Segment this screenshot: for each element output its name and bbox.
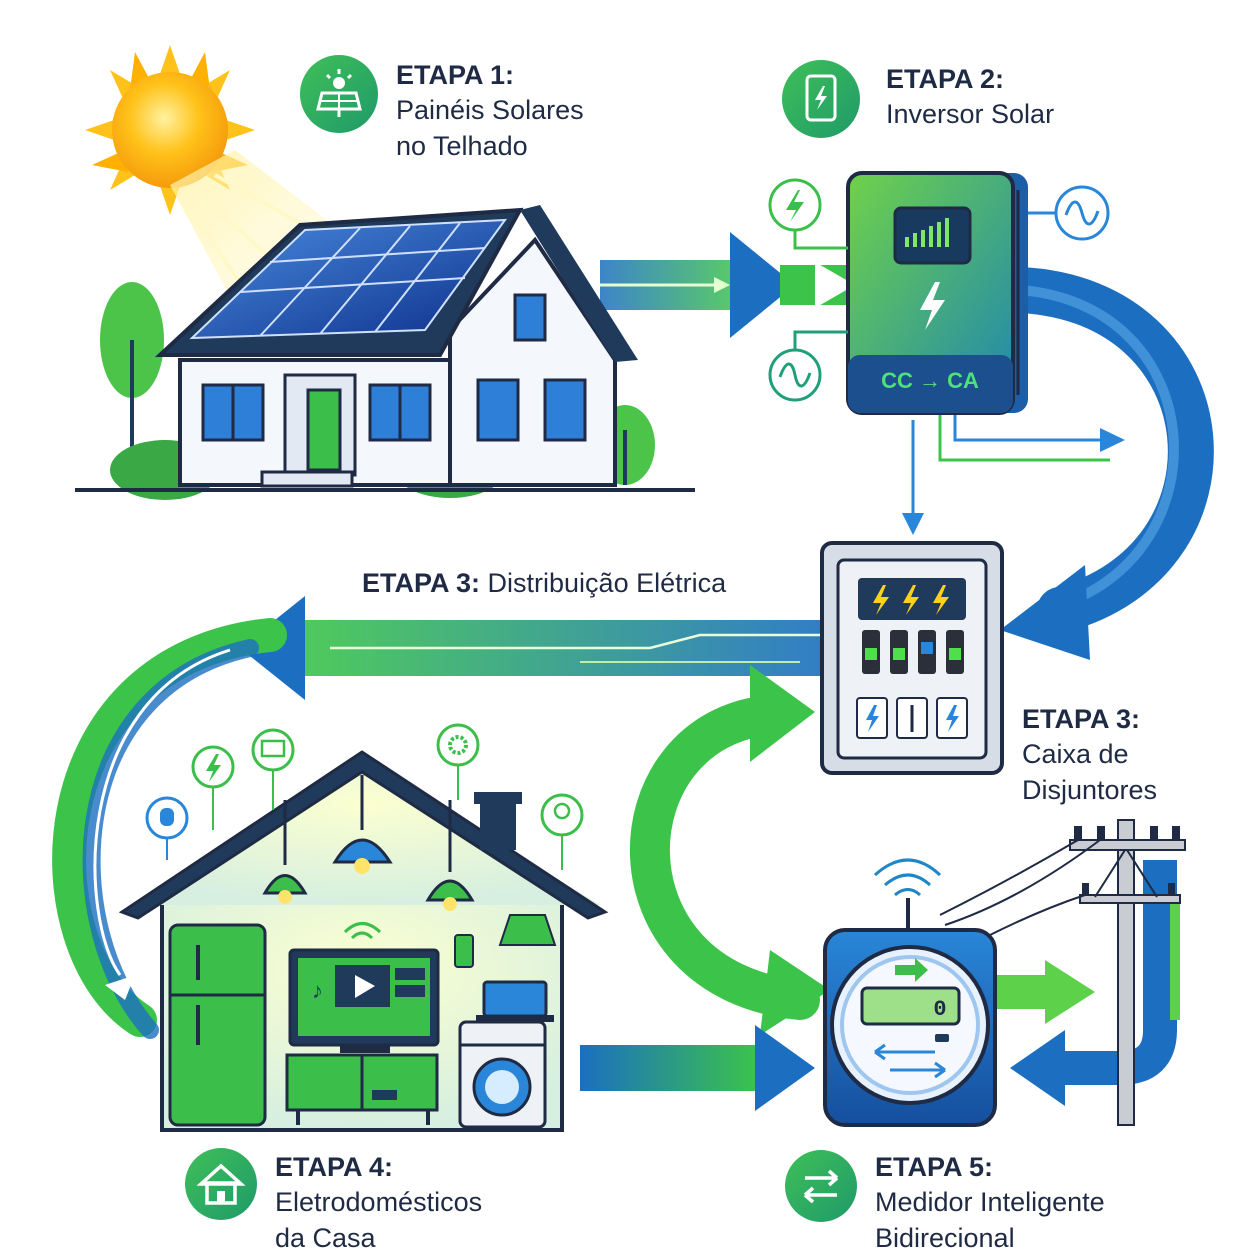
ac-wave-icon-output — [1028, 187, 1108, 239]
meter-reading: 0 — [933, 997, 946, 1022]
arc-meter-to-breaker-arrowhead — [750, 665, 815, 762]
step3-box-label: ETAPA 3: Caixa de Disjuntores — [1022, 702, 1157, 808]
step2-title: ETAPA 2: — [886, 62, 1054, 96]
step4-line1: Eletrodomésticos — [275, 1184, 482, 1220]
ac-wave-icon-input — [770, 332, 848, 400]
front-door — [308, 390, 340, 470]
chimney — [480, 800, 516, 850]
dc-bolt-icon — [770, 180, 848, 248]
house-interior: ♪ — [122, 752, 605, 1130]
inverter-conversion-label: CC → CA — [881, 368, 979, 393]
house-to-meter-arrowhead — [755, 1025, 815, 1111]
refrigerator — [170, 925, 265, 1125]
step1-line2: no Telhado — [396, 128, 584, 164]
music-note-icon: ♪ — [312, 978, 323, 1003]
gear-icon — [438, 725, 478, 800]
wifi-icon-meter — [885, 875, 930, 885]
step3-distribution-label: ETAPA 3: Distribuição Elétrica — [362, 568, 726, 599]
step3-distribution-title: ETAPA 3: — [362, 568, 480, 598]
grid-to-meter-arrow-body — [1060, 860, 1160, 1068]
solar-panel-icon — [300, 55, 378, 133]
table-lamp — [500, 915, 555, 945]
step4-label: ETAPA 4: Eletrodomésticos da Casa — [275, 1150, 482, 1256]
meter-badge — [785, 1150, 857, 1222]
monitor-icon — [253, 730, 293, 810]
step4-title: ETAPA 4: — [275, 1150, 482, 1184]
solar-panel-badge — [300, 55, 378, 133]
phone-bolt-icon — [782, 60, 860, 138]
step5-label: ETAPA 5: Medidor Inteligente Bidireciona… — [875, 1150, 1105, 1256]
inverter-down-arrowhead — [902, 513, 924, 535]
step5-title: ETAPA 5: — [875, 1150, 1105, 1184]
swap-arrows-icon — [785, 1150, 857, 1222]
step3-box-title: ETAPA 3: — [1022, 702, 1157, 736]
arc-inverter-to-breaker — [1020, 290, 1191, 610]
step5-line1: Medidor Inteligente — [875, 1184, 1105, 1220]
step1-line1: Painéis Solares — [396, 92, 584, 128]
house-to-meter-arrow-body — [580, 1045, 760, 1091]
step2-label: ETAPA 2: Inversor Solar — [886, 62, 1054, 132]
step1-label: ETAPA 1: Painéis Solares no Telhado — [396, 58, 584, 164]
grid-to-meter-arrowhead — [1010, 1030, 1065, 1106]
step2-line1: Inversor Solar — [886, 96, 1054, 132]
bulb-icon-right — [542, 795, 582, 870]
step3-distribution-text: Distribuição Elétrica — [488, 568, 727, 598]
step3-box-line1: Caixa de — [1022, 736, 1157, 772]
bulb-icon-left — [147, 798, 187, 860]
home-icon — [185, 1148, 257, 1220]
laptop — [484, 982, 546, 1016]
step1-title: ETAPA 1: — [396, 58, 584, 92]
step5-line2: Bidirecional — [875, 1220, 1105, 1256]
bolt-icon-appliances — [193, 747, 233, 830]
inverter-badge — [782, 60, 860, 138]
step3-box-line2: Disjuntores — [1022, 772, 1157, 808]
inverter-output-green — [940, 415, 1110, 460]
meter-to-grid-arrow-body — [995, 975, 1050, 1009]
meter-to-grid-arrowhead — [1045, 960, 1095, 1024]
arc-inverter-arrowhead — [1000, 565, 1090, 660]
inverter-output-blue — [955, 415, 1100, 440]
home-badge — [185, 1148, 257, 1220]
wall-phone-icon — [455, 935, 473, 967]
arc-meter-lower-arrowhead — [760, 950, 830, 1035]
solar-inverter: CC → CA — [848, 173, 1028, 413]
breaker-box — [822, 543, 1002, 773]
step4-line2: da Casa — [275, 1220, 482, 1256]
inverter-output-arrowhead — [1100, 428, 1125, 452]
house-with-solar-panels — [75, 205, 695, 500]
